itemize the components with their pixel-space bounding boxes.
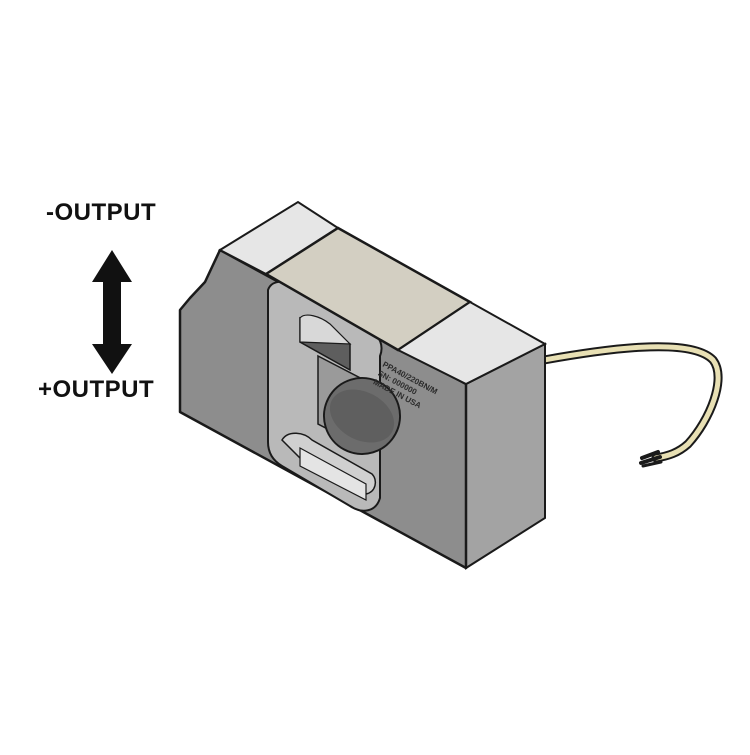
double-arrow-icon [92, 250, 132, 374]
top-right-cap [396, 300, 548, 386]
cable [539, 342, 723, 468]
gauge-cover-inner [329, 389, 395, 443]
positive-output-label: +OUTPUT [38, 376, 155, 403]
negative-output-label: -OUTPUT [46, 199, 157, 226]
cable-wire-ends [639, 450, 663, 468]
